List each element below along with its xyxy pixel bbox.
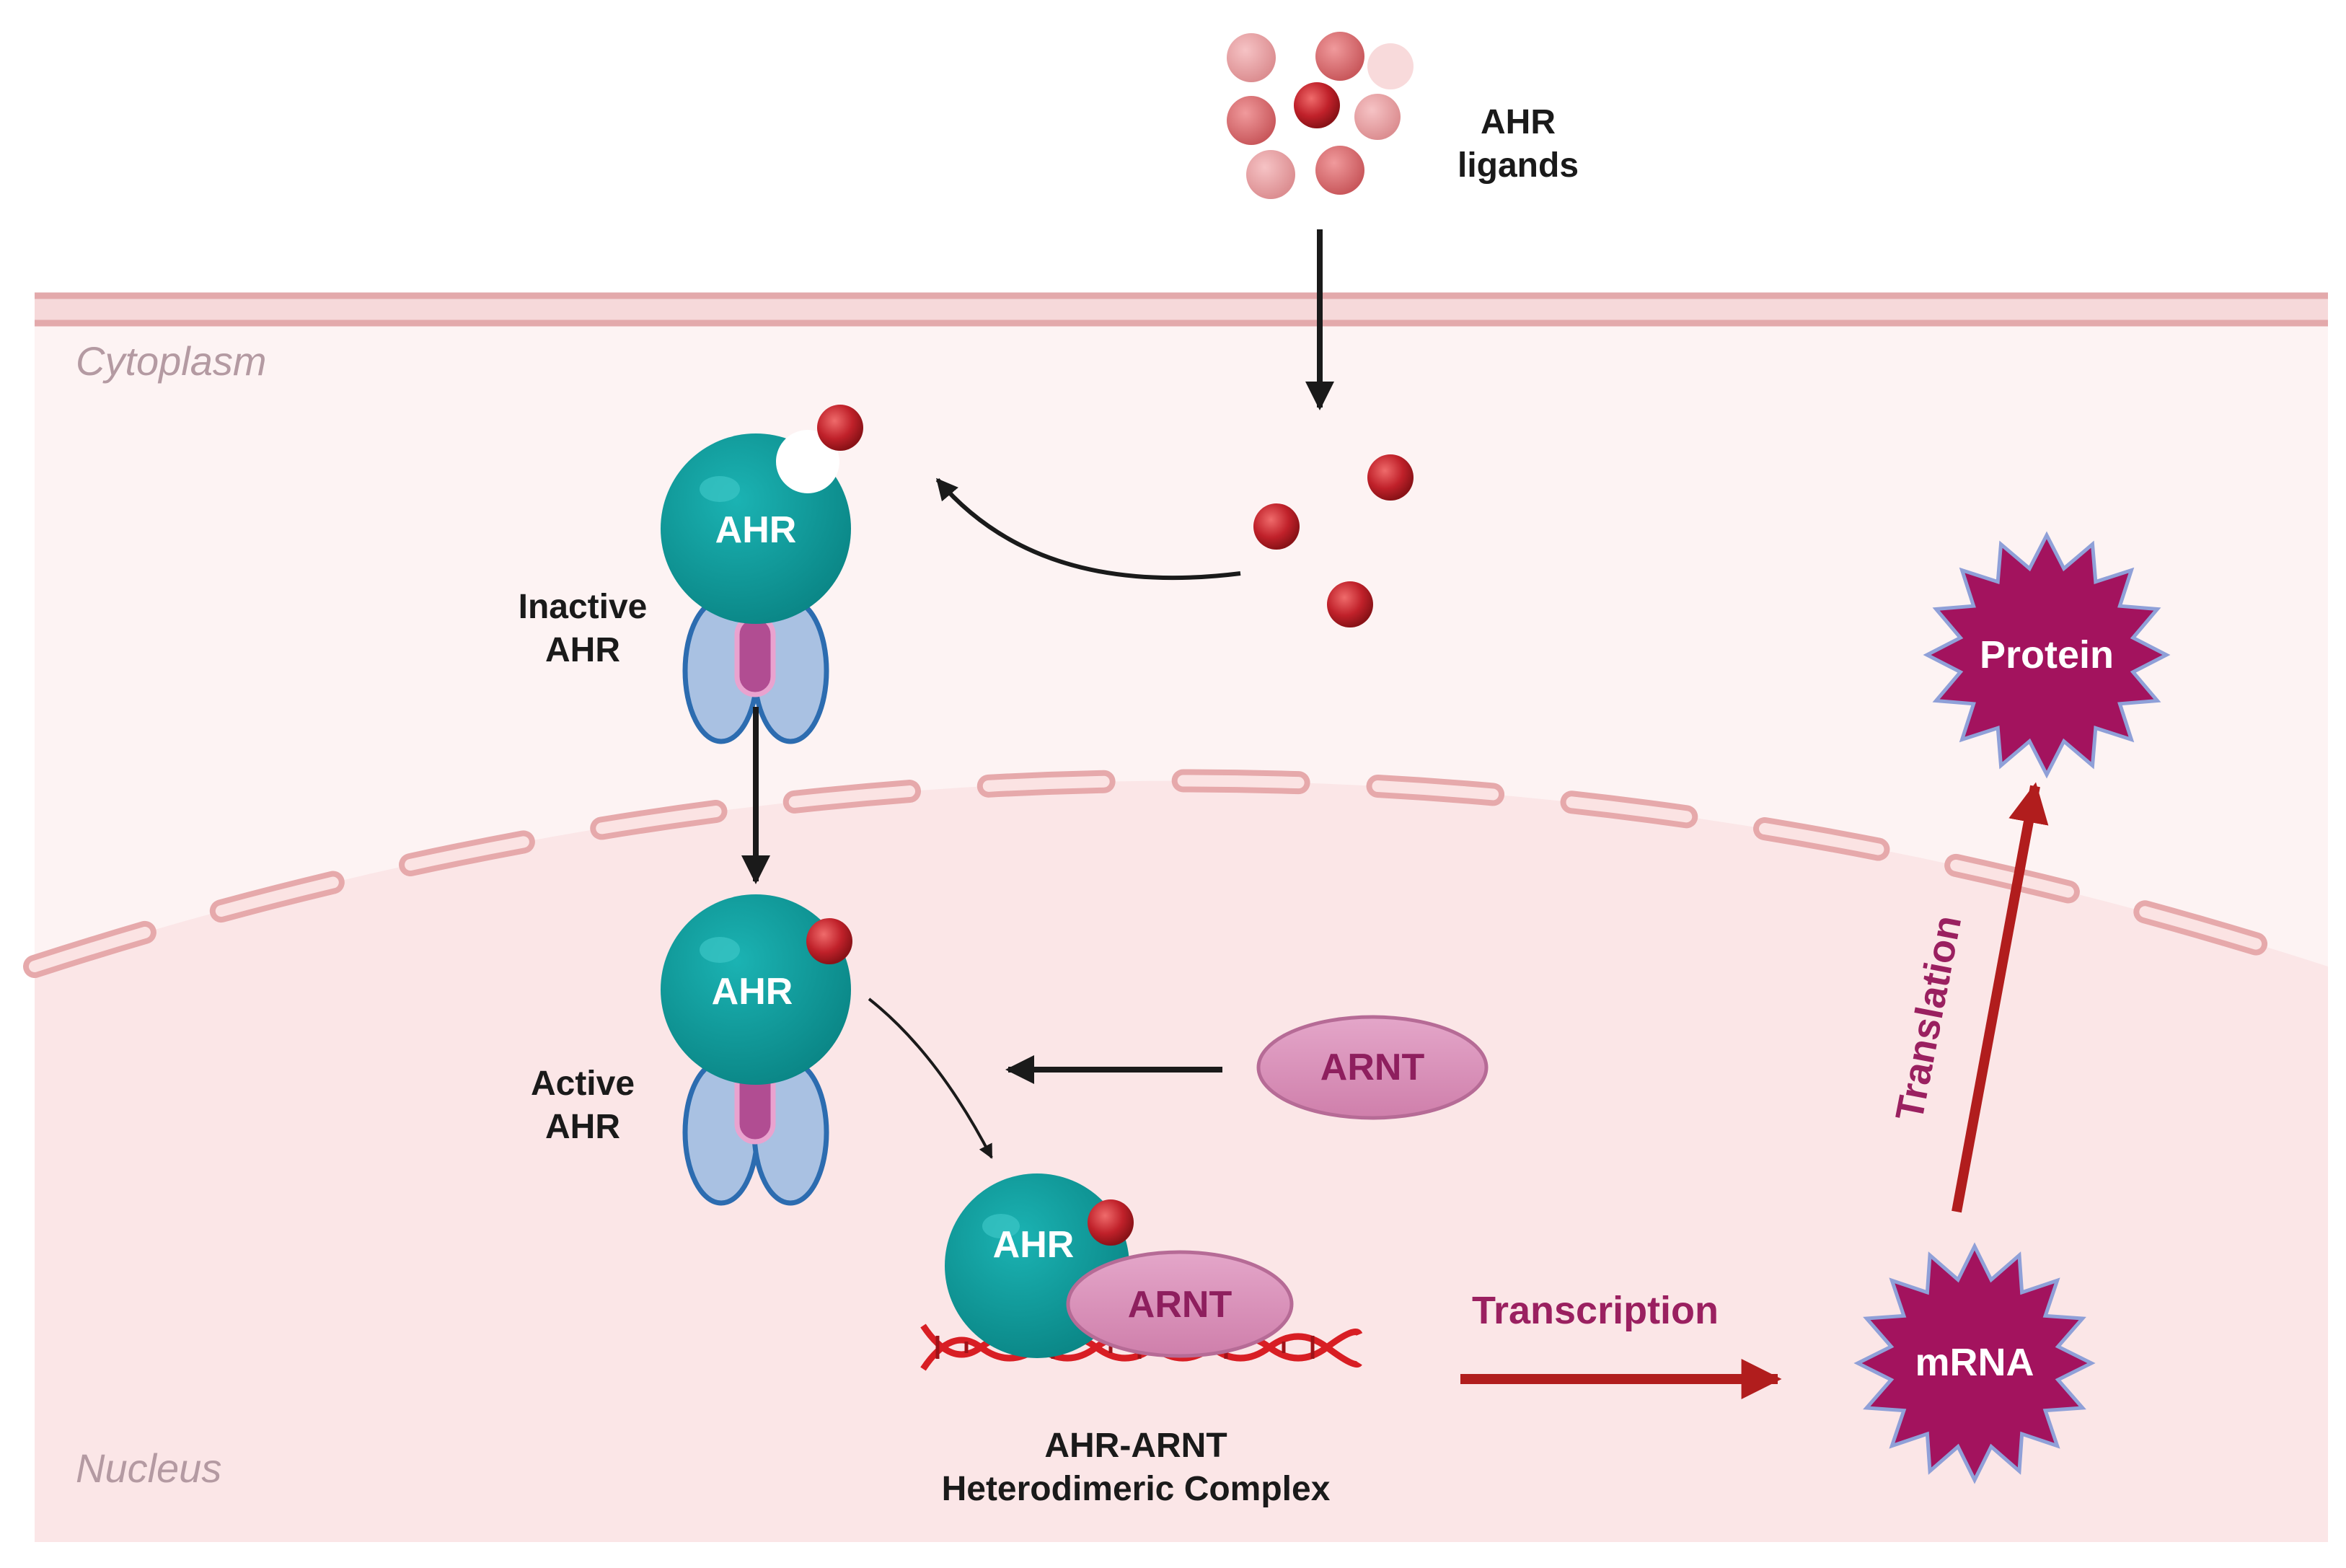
ligand-binding-arrow bbox=[935, 477, 1241, 581]
arnt-label: ARNT bbox=[1320, 1047, 1425, 1088]
cytoplasmic-ligands bbox=[1253, 454, 1414, 627]
ligand-molecule bbox=[1253, 503, 1300, 550]
complex-label-line1: AHR-ARNT bbox=[1044, 1427, 1227, 1465]
ligand-molecule bbox=[1367, 43, 1414, 89]
mrna-label: mRNA bbox=[1915, 1341, 2034, 1384]
ligand-molecule bbox=[1227, 33, 1276, 82]
mrna-product bbox=[1853, 1242, 2096, 1484]
dimerization-arrow bbox=[868, 997, 993, 1159]
complex-ahr-label: AHR bbox=[993, 1224, 1075, 1266]
complex-arnt-label: ARNT bbox=[1128, 1284, 1232, 1326]
complex-label-line2: Heterodimeric Complex bbox=[942, 1470, 1331, 1508]
ligand-binding-pocket bbox=[776, 430, 839, 493]
ahr-ligands-label-line1: AHR bbox=[1481, 103, 1556, 141]
ligand-molecule bbox=[1327, 581, 1373, 627]
ligand-molecule bbox=[1246, 150, 1295, 199]
ligand-molecule bbox=[1294, 82, 1340, 128]
plasma-membrane bbox=[35, 292, 2328, 327]
ligand-molecule bbox=[1354, 94, 1401, 140]
inactive-ahr-label-line2: AHR bbox=[545, 631, 620, 669]
inactive-ahr-complex bbox=[661, 405, 863, 744]
translation-arrow bbox=[1952, 782, 2049, 1213]
ahr-ligands-label-line2: ligands bbox=[1458, 146, 1579, 185]
active-ahr-label-line2: AHR bbox=[545, 1108, 620, 1146]
protein-product bbox=[1923, 531, 2171, 779]
active-ahr-protein-label: AHR bbox=[712, 971, 793, 1013]
ligand-molecule bbox=[817, 405, 863, 451]
inactive-ahr-label-line1: Inactive bbox=[519, 588, 648, 626]
ahr-ligand-cluster bbox=[1227, 32, 1414, 199]
ligand-molecule bbox=[1088, 1199, 1134, 1246]
ligand-molecule bbox=[806, 918, 852, 964]
active-ahr-label-line1: Active bbox=[531, 1065, 635, 1103]
active-ahr-complex bbox=[661, 894, 852, 1206]
protein-label: Protein bbox=[1980, 633, 2114, 677]
ahr-arnt-complex bbox=[945, 1173, 1294, 1358]
cytoplasm-label: Cytoplasm bbox=[76, 338, 267, 384]
ligand-molecule bbox=[1227, 96, 1276, 145]
nucleus-region bbox=[35, 780, 2328, 1542]
transcription-label: Transcription bbox=[1472, 1289, 1719, 1332]
ligand-molecule bbox=[1315, 32, 1364, 81]
arnt-protein bbox=[1066, 1250, 1294, 1358]
nucleus-label: Nucleus bbox=[76, 1445, 221, 1491]
ligand-molecule bbox=[1315, 146, 1364, 195]
ligand-molecule bbox=[1367, 454, 1414, 501]
arnt-protein bbox=[1256, 1015, 1489, 1120]
inactive-ahr-protein-label: AHR bbox=[715, 509, 797, 551]
